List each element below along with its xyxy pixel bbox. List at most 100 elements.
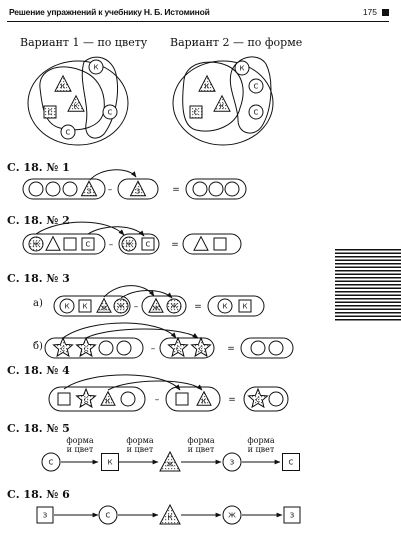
circle-shape — [98, 340, 114, 356]
shape-label: К — [168, 514, 173, 522]
shape-label: К — [205, 83, 210, 91]
caption-and-color: и цвет — [127, 445, 154, 454]
triangle-shape — [148, 297, 164, 313]
equals-sign: = — [194, 302, 202, 312]
section-heading-3: С. 18. № 3 — [7, 272, 70, 285]
shape-label: Ж — [228, 512, 236, 520]
caption-and-color: и цвет — [248, 445, 275, 454]
star-shape — [52, 336, 74, 358]
shape-label: С — [61, 346, 65, 353]
star-shape — [75, 387, 97, 409]
shape-label: С — [146, 241, 151, 249]
variant1-gray-set — [39, 66, 105, 131]
shape-label: З — [290, 512, 295, 520]
equals-sign: = — [227, 344, 235, 354]
shape-label: С — [254, 109, 259, 117]
circle-shape — [248, 104, 264, 120]
circle-shape — [88, 59, 104, 75]
shape-label: С — [256, 397, 260, 404]
circle-shape — [234, 60, 250, 76]
shape-label: С — [176, 346, 180, 353]
shape-label: С — [289, 459, 294, 467]
shape-label: Ж — [125, 241, 133, 249]
circle-shape — [59, 298, 75, 314]
triangle-shape — [54, 74, 72, 92]
minus-sign: – — [134, 302, 139, 312]
triangle-shape — [100, 390, 116, 406]
square-shape — [189, 105, 203, 119]
circle-shape — [121, 236, 137, 252]
triangle-shape — [198, 74, 216, 92]
result-oval — [240, 337, 294, 359]
shape-label: К — [240, 65, 245, 73]
header-title: Решение упражнений к учебнику Н. Б. Исто… — [9, 7, 210, 17]
circle-shape — [120, 391, 136, 407]
caption-form: форма — [66, 436, 93, 445]
move-arrow — [62, 322, 177, 339]
move-arrow — [120, 290, 173, 299]
result-oval — [207, 295, 265, 317]
section-heading-1: С. 18. № 1 — [7, 161, 70, 174]
shape-label: С — [86, 241, 91, 249]
shape-label: К — [220, 103, 225, 111]
circle-shape — [250, 340, 266, 356]
circle-shape — [248, 78, 264, 94]
square-shape — [141, 237, 155, 251]
star-shape — [167, 336, 189, 358]
set-oval-1 — [22, 233, 106, 255]
section-heading-5: С. 18. № 5 — [7, 422, 70, 435]
variant2-triangle-set — [182, 61, 244, 132]
chain-square-z — [36, 506, 54, 524]
shape-label: К — [83, 303, 88, 311]
chain-circle-c — [98, 505, 118, 525]
triangle-shape — [96, 297, 112, 313]
circle-shape — [166, 298, 182, 314]
chain-circle-c — [41, 452, 61, 472]
circle-shape — [102, 104, 118, 120]
caption-form: форма — [187, 436, 214, 445]
minus-sign: – — [155, 395, 160, 405]
shape-label: К — [202, 398, 207, 406]
shape-label: С — [199, 346, 203, 353]
shape-label: С — [194, 109, 199, 117]
set-oval-1 — [53, 295, 131, 317]
star-shape — [247, 387, 269, 409]
shape-label: С — [84, 346, 88, 353]
triangle-shape — [213, 94, 231, 112]
triangle-shape — [129, 180, 147, 197]
square-shape — [63, 237, 77, 251]
shape-label: С — [108, 109, 113, 117]
triangle-shape — [67, 94, 85, 112]
set-oval-2 — [117, 178, 159, 200]
shape-label: Ж — [117, 303, 125, 311]
chain-circle-zh — [222, 505, 242, 525]
move-arrow — [89, 169, 137, 181]
caption-form: форма — [247, 436, 274, 445]
set-oval-1 — [22, 178, 106, 200]
shape-label: К — [65, 303, 70, 311]
circle-shape — [224, 181, 240, 197]
triangle-shape — [45, 235, 61, 251]
shape-label: З — [136, 188, 141, 196]
sublabel-a: а) — [33, 298, 43, 309]
section-heading-6: С. 18. № 6 — [7, 488, 70, 501]
shape-label: Ж — [152, 305, 160, 313]
section-heading-4: С. 18. № 4 — [7, 364, 70, 377]
circle-shape — [217, 298, 233, 314]
shape-label: Ж — [170, 303, 178, 311]
move-arrow — [85, 328, 199, 339]
variant-2-label: Вариант 2 — по форме — [170, 36, 303, 49]
move-arrow — [107, 380, 203, 391]
variant2-circle-set — [229, 56, 272, 134]
minus-sign: – — [151, 344, 156, 354]
chain-triangle-zh — [159, 450, 181, 472]
caption-form: форма — [126, 436, 153, 445]
equals-sign: = — [228, 395, 236, 405]
result-oval — [182, 233, 242, 255]
shape-label: С — [84, 397, 88, 404]
circle-shape — [60, 124, 76, 140]
page-number: 175 — [362, 7, 377, 17]
square-shape — [81, 237, 95, 251]
shape-label: С — [106, 512, 111, 520]
